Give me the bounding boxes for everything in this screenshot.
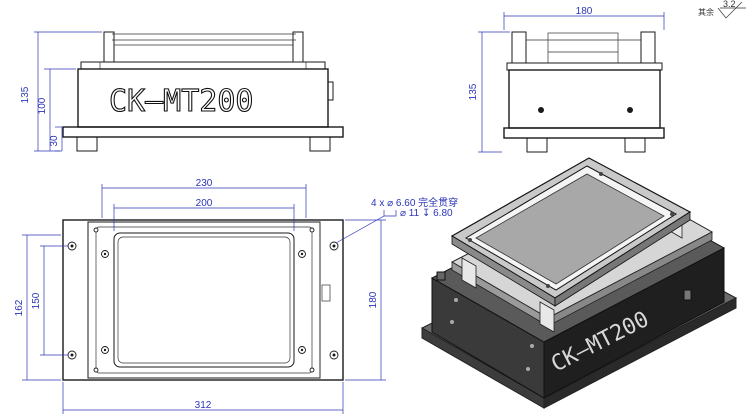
dim-front-height-100: 100	[37, 97, 48, 114]
front-side-connector	[327, 81, 334, 101]
dim-top-200: 200	[196, 198, 213, 209]
front-clamp-right	[292, 31, 304, 63]
side-foot-left	[526, 137, 548, 153]
dim-top-162: 162	[14, 299, 25, 316]
roughness-value: 3.2	[723, 0, 736, 9]
side-foot-right	[624, 137, 646, 153]
top-frame-outer	[95, 226, 313, 374]
front-view: CK—MT200 135 100 30	[20, 31, 344, 152]
dim-top-312: 312	[195, 400, 212, 411]
top-window-outer	[113, 232, 295, 368]
hole-note-line2: ⌀ 11 ↧ 6.80	[400, 208, 453, 219]
dim-side-height-135: 135	[468, 83, 479, 100]
dim-side-width-180: 180	[576, 6, 593, 17]
side-main-body	[508, 69, 661, 129]
front-foot-left	[76, 136, 98, 152]
dim-top-230: 230	[196, 178, 213, 189]
hole-note-leader	[335, 215, 385, 244]
side-clamp-left	[511, 31, 527, 64]
dim-front-height-135: 135	[20, 86, 31, 103]
side-screw-left	[538, 107, 544, 113]
front-clamp-left	[103, 31, 115, 63]
top-window-inner	[117, 236, 291, 364]
dim-top-150: 150	[31, 292, 42, 309]
top-body-outline	[87, 221, 321, 379]
dim-top-180: 180	[368, 291, 379, 308]
front-foot-right	[309, 136, 331, 152]
front-upper-plate	[80, 61, 326, 70]
side-upper-plate	[506, 62, 663, 71]
side-view: 180 135	[468, 6, 665, 153]
side-clamp-right	[640, 31, 656, 64]
front-model-label: CK—MT200	[109, 84, 254, 119]
isometric-view: CK—MT200	[420, 157, 738, 409]
roughness-label: 其余	[698, 7, 714, 17]
top-base-outline	[62, 219, 344, 381]
dim-front-height-30: 30	[49, 135, 60, 147]
front-base-plate	[62, 126, 344, 138]
side-screw-right	[627, 107, 633, 113]
hole-note-line1: 4 x ⌀ 6.60 完全贯穿	[371, 196, 458, 209]
side-base-plate	[503, 127, 665, 139]
top-view: 230 200 162 150 180 312 4 x ⌀ 6.60 完全贯穿 …	[14, 178, 458, 414]
surface-roughness-symbol: 其余 3.2	[698, 0, 746, 19]
top-side-connector	[321, 284, 331, 302]
